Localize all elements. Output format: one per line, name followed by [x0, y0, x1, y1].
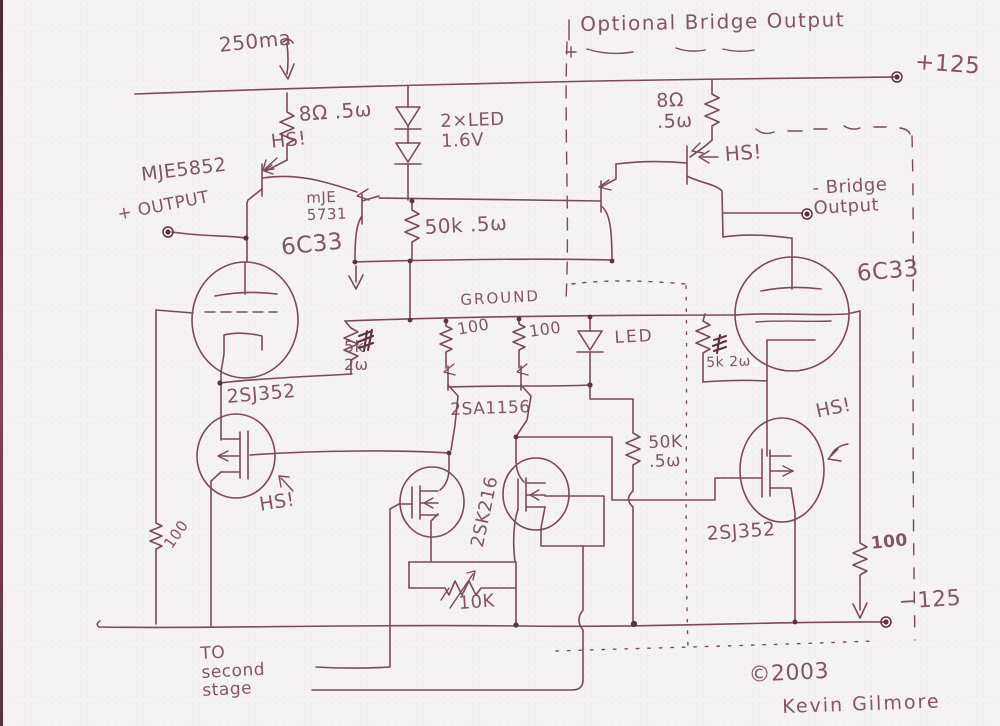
terminal-minus-125 — [881, 617, 891, 627]
label-plus-output: + OUTPUT — [115, 187, 211, 225]
label-2x-led: 2×LED 1.6V — [439, 108, 505, 152]
tube-6c33-left — [156, 262, 298, 383]
label-resistor-100-bot-left: 100 — [160, 516, 193, 552]
junction-dots — [217, 198, 798, 628]
label-2sj352-left: 2SJ352 — [225, 379, 297, 408]
heatsink-arrows — [263, 151, 848, 491]
resistor-100-bot-right — [853, 311, 867, 618]
label-resistor-100-bot-right: 100 — [869, 530, 909, 554]
terminals — [163, 72, 902, 627]
label-resistor-8ohm-left: 8Ω .5ω — [297, 96, 373, 126]
transistor-2sa1156-left — [444, 364, 458, 450]
resistor-100-b — [513, 319, 525, 368]
resistor-100-a — [440, 321, 452, 368]
resistor-100-bot-left — [150, 310, 162, 624]
label-bias-led: LED — [613, 325, 655, 348]
base-wire-2sa — [448, 385, 590, 387]
mosfet-2sk216-left — [390, 453, 464, 562]
ground-rail — [345, 262, 860, 322]
label-2sa1156: 2SA1156 — [449, 397, 531, 420]
label-rail-minus-125: −125 — [897, 585, 962, 615]
scanner-edge-artifact — [0, 0, 3, 726]
gate-bus-and-pot — [409, 562, 516, 625]
resistor-50k-mid — [405, 201, 419, 261]
label-rail-plus-125: +125 — [914, 49, 982, 80]
label-author: Kevin Gilmore — [781, 690, 941, 718]
resistor-50k-right — [590, 385, 640, 622]
led-string — [395, 86, 421, 200]
plus-output-wire — [172, 203, 247, 262]
mosfet-2sj352-left — [197, 383, 449, 626]
mid-wires — [353, 198, 612, 262]
label-resistor-100-a: 100 — [455, 314, 491, 339]
power-rail-top — [135, 40, 894, 94]
label-copyright: ©2003 — [747, 658, 830, 688]
label-to-second-stage: TO second stage — [199, 642, 266, 702]
mosfet-2sj352-right — [740, 418, 824, 622]
label-heatsink-top-right: HS! — [723, 139, 763, 166]
label-mje5731: mJE 5731 — [305, 187, 348, 224]
label-heatsink-bot-left: HS! — [257, 488, 297, 516]
label-heatsink-top-left: HS! — [269, 127, 308, 153]
label-tube-6c33-right: 6C33 — [855, 255, 920, 287]
label-ground: GROUND — [459, 286, 541, 309]
dashed-boundary — [556, 20, 915, 651]
label-optional-bridge-output: Optional Bridge Output — [579, 7, 846, 36]
resistor-5k-left — [220, 321, 373, 383]
resistor-8ohm-right — [705, 80, 719, 140]
label-resistor-50k-right: 50K .5ω — [647, 431, 683, 472]
label-resistor-100-b: 100 — [527, 317, 563, 341]
resistor-8ohm-left — [280, 93, 294, 160]
label-resistor-8ohm-right: 8Ω .5ω — [655, 89, 693, 133]
terminal-plus-output — [163, 227, 173, 237]
output-transistor-right — [616, 140, 802, 238]
gate-wire-right — [516, 437, 762, 500]
transistor-mje5731 — [349, 189, 379, 289]
label-heatsink-bot-right: HS! — [813, 393, 854, 423]
label-tube-6c33-left: 6C33 — [279, 228, 345, 261]
tube-6c33-right — [735, 238, 849, 456]
label-pot-10k: 10K — [457, 590, 496, 614]
driver-transistor-right — [599, 164, 616, 261]
transistor-mje5852 — [247, 160, 357, 203]
label-mje5852: MJE5852 — [139, 153, 228, 186]
second-stage-wires — [312, 509, 583, 690]
resistor-5k-right — [696, 314, 767, 382]
terminal-plus-125 — [892, 72, 902, 82]
label-resistor-5k-right: 5k 2ω — [705, 353, 752, 371]
power-rail-bottom — [97, 621, 884, 627]
label-2sj352-right: 2SJ352 — [705, 518, 777, 545]
label-bridge-output: - Bridge Output — [811, 174, 888, 219]
label-2sk216: 2SK216 — [467, 474, 503, 550]
label-current-250ma: 250ma — [217, 25, 293, 57]
label-resistor-50k-mid: 50k .5ω — [423, 210, 508, 239]
label-resistor-5k-left: 5k 2ω — [344, 337, 369, 374]
terminal-bridge-output — [802, 209, 812, 219]
mosfet-2sk216-right — [503, 437, 604, 562]
